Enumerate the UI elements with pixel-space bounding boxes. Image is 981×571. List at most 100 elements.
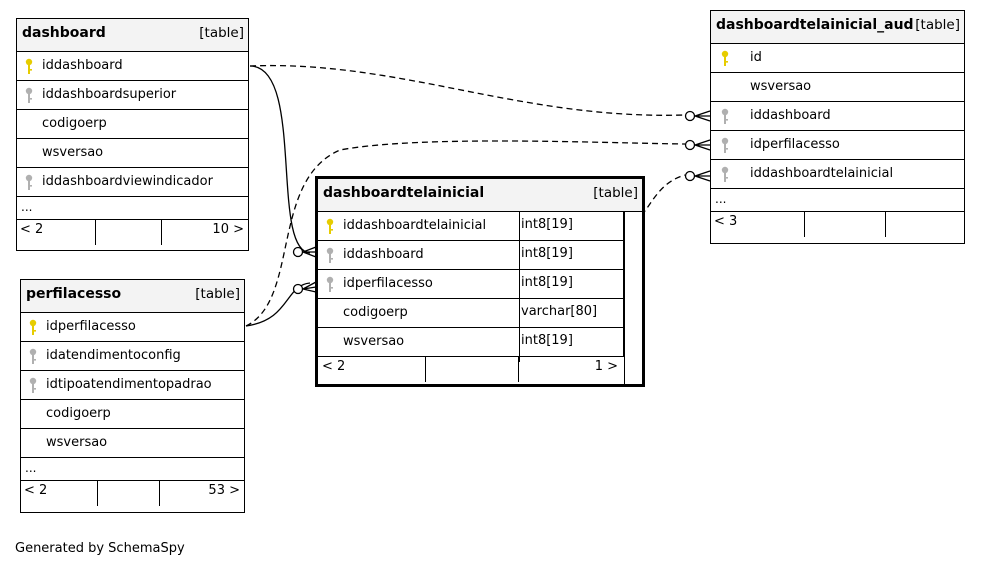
column-row[interactable]: iddashboardviewindicador bbox=[17, 168, 248, 197]
column-row[interactable]: idtipoatendimentopadrao bbox=[21, 371, 244, 400]
column-name: iddashboardtelainicial bbox=[343, 218, 487, 233]
table-perfilacesso[interactable]: perfilacesso [table] idperfilacesso idat… bbox=[20, 279, 245, 513]
column-name: codigoerp bbox=[343, 305, 408, 320]
foreign-key-icon bbox=[721, 108, 729, 124]
column-name: wsversao bbox=[42, 145, 104, 160]
children-count[interactable]: 10 > bbox=[212, 222, 244, 237]
generated-by-label: Generated by SchemaSpy bbox=[15, 541, 185, 556]
column-row[interactable]: idatendimentoconfig bbox=[21, 342, 244, 371]
column-name: iddashboardviewindicador bbox=[42, 174, 213, 189]
column-name: codigoerp bbox=[46, 406, 111, 421]
column-row[interactable]: codigoerp bbox=[21, 400, 244, 429]
column-name: wsversao bbox=[343, 334, 405, 349]
column-type: varchar[80] bbox=[521, 304, 598, 319]
more-columns: ... bbox=[17, 197, 248, 220]
table-footer: < 2 10 > bbox=[17, 220, 248, 245]
foreign-key-icon bbox=[326, 247, 334, 263]
table-name: dashboardtelainicial_aud bbox=[716, 17, 914, 33]
column-row[interactable]: id bbox=[711, 44, 964, 73]
children-count[interactable]: 53 > bbox=[208, 483, 240, 498]
table-name: dashboardtelainicial bbox=[323, 185, 485, 201]
column-name: iddashboard bbox=[42, 58, 123, 73]
table-dashboardtelainicial-aud[interactable]: dashboardtelainicial_aud [table] id wsve… bbox=[710, 10, 965, 244]
table-type: [table] bbox=[915, 17, 960, 33]
column-row[interactable]: idperfilacesso int8[19] bbox=[318, 270, 624, 299]
footer-spacer bbox=[96, 220, 162, 245]
column-name: iddashboard bbox=[750, 108, 831, 123]
table-header: dashboardtelainicial [table] bbox=[318, 179, 642, 212]
primary-key-icon bbox=[326, 218, 334, 234]
column-type: int8[19] bbox=[521, 217, 573, 232]
column-row[interactable]: iddashboardtelainicial bbox=[711, 160, 964, 189]
column-row[interactable]: iddashboard int8[19] bbox=[318, 241, 624, 270]
column-name: codigoerp bbox=[42, 116, 107, 131]
table-type: [table] bbox=[593, 185, 638, 201]
column-name: idtipoatendimentopadrao bbox=[46, 377, 212, 392]
column-divider bbox=[624, 212, 625, 387]
table-footer: < 2 1 > bbox=[318, 357, 624, 382]
foreign-key-icon bbox=[721, 166, 729, 182]
column-name: iddashboardsuperior bbox=[42, 87, 177, 102]
foreign-key-icon bbox=[29, 377, 37, 393]
more-columns: ... bbox=[21, 458, 244, 481]
column-row[interactable]: idperfilacesso bbox=[21, 313, 244, 342]
children-count[interactable] bbox=[886, 212, 964, 237]
table-footer: < 2 53 > bbox=[21, 481, 244, 506]
column-name: wsversao bbox=[750, 79, 812, 94]
column-row[interactable]: idperfilacesso bbox=[711, 131, 964, 160]
more-columns: ... bbox=[711, 189, 964, 212]
footer-spacer bbox=[98, 481, 160, 506]
foreign-key-icon bbox=[326, 276, 334, 292]
parents-count[interactable]: < 3 bbox=[711, 212, 805, 237]
table-dashboardtelainicial[interactable]: dashboardtelainicial [table] iddashboard… bbox=[315, 176, 645, 387]
column-row[interactable]: iddashboard bbox=[711, 102, 964, 131]
footer-spacer bbox=[426, 357, 519, 382]
column-row[interactable]: iddashboard bbox=[17, 52, 248, 81]
table-header: dashboardtelainicial_aud [table] bbox=[711, 11, 964, 44]
column-name: id bbox=[750, 50, 762, 65]
column-row[interactable]: wsversao bbox=[21, 429, 244, 458]
foreign-key-icon bbox=[29, 348, 37, 364]
foreign-key-icon bbox=[25, 87, 33, 103]
relation-end-marker bbox=[684, 170, 696, 182]
relation-end-marker bbox=[292, 283, 304, 295]
parents-count[interactable]: < 2 bbox=[17, 220, 96, 245]
table-footer: < 3 bbox=[711, 212, 964, 237]
parents-count[interactable]: < 2 bbox=[318, 357, 426, 382]
column-row[interactable]: wsversao bbox=[17, 139, 248, 168]
column-row[interactable]: iddashboardsuperior bbox=[17, 81, 248, 110]
table-header: dashboard [table] bbox=[17, 19, 248, 52]
column-type: int8[19] bbox=[521, 275, 573, 290]
column-name: idperfilacesso bbox=[343, 276, 433, 291]
table-name: perfilacesso bbox=[26, 286, 122, 302]
relation-end-marker bbox=[684, 110, 696, 122]
table-dashboard[interactable]: dashboard [table] iddashboard iddashboar… bbox=[16, 18, 249, 251]
foreign-key-icon bbox=[25, 174, 33, 190]
column-row[interactable]: wsversao bbox=[711, 73, 964, 102]
relation-end-marker bbox=[684, 139, 696, 151]
column-row[interactable]: iddashboardtelainicial int8[19] bbox=[318, 212, 624, 241]
table-type: [table] bbox=[199, 25, 244, 41]
relation-end-marker bbox=[292, 246, 304, 258]
children-count[interactable]: 1 > bbox=[594, 359, 618, 374]
column-row[interactable]: wsversao int8[19] bbox=[318, 328, 624, 357]
column-name: idatendimentoconfig bbox=[46, 348, 181, 363]
table-type: [table] bbox=[195, 286, 240, 302]
foreign-key-icon bbox=[721, 137, 729, 153]
primary-key-icon bbox=[25, 58, 33, 74]
parents-count[interactable]: < 2 bbox=[21, 481, 98, 506]
table-header: perfilacesso [table] bbox=[21, 280, 244, 313]
table-name: dashboard bbox=[22, 25, 106, 41]
column-row[interactable]: codigoerp bbox=[17, 110, 248, 139]
column-name: idperfilacesso bbox=[46, 319, 136, 334]
column-row[interactable]: codigoerp varchar[80] bbox=[318, 299, 624, 328]
column-name: idperfilacesso bbox=[750, 137, 840, 152]
column-type: int8[19] bbox=[521, 333, 573, 348]
column-name: iddashboard bbox=[343, 247, 424, 262]
column-name: iddashboardtelainicial bbox=[750, 166, 894, 181]
primary-key-icon bbox=[721, 50, 729, 66]
column-name: wsversao bbox=[46, 435, 108, 450]
type-divider bbox=[519, 212, 520, 362]
footer-spacer bbox=[805, 212, 886, 237]
